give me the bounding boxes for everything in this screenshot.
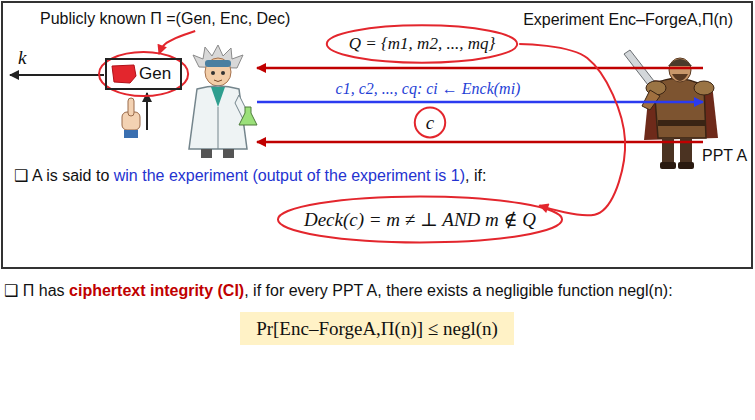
challenger-figure-part xyxy=(211,71,215,75)
integrity-term: ciphertext integrity (CI) xyxy=(69,282,244,299)
query-to-condition-arrow xyxy=(519,44,625,215)
integrity-sentence: ❑ Π hasciphertext integrity (CI), if for… xyxy=(4,281,673,300)
forgery-ciphertext-holder: c xyxy=(426,111,434,134)
key-symbol-holder: k xyxy=(18,46,26,69)
query-arrow xyxy=(257,67,703,70)
forgery-circle xyxy=(415,108,445,138)
forgery-ciphertext: c xyxy=(426,111,434,134)
adversary-figure-part xyxy=(668,59,692,66)
adversary-figure-part xyxy=(672,74,688,81)
hand-icon-part xyxy=(128,98,134,116)
adversary-figure-part xyxy=(658,120,706,126)
node-text: Pr[Enc–ForgeA,Π(n)] ≤ negl(n) xyxy=(256,317,498,340)
key-arrow xyxy=(10,74,104,76)
formula-box: Pr[Enc–ForgeA,Π(n)] ≤ negl(n) xyxy=(240,312,514,345)
forgery-arrow xyxy=(257,141,703,144)
ciphertext-replies: c1, c2, ..., cq: ci ← Enck(mi) xyxy=(336,79,521,98)
win-condition-holder: Deck(c) = m ≠ ⊥ AND m ∉ Q xyxy=(304,208,536,231)
challenger-figure-part xyxy=(193,45,243,68)
adversary-figure-part xyxy=(660,162,676,169)
hand-icon-part xyxy=(124,130,138,138)
red-scribble xyxy=(112,65,136,83)
adversary-name-holder: PPT A xyxy=(702,146,747,165)
scheme-note: Publicly known Π =(Gen, Enc, Dec) xyxy=(40,9,290,28)
node-text: Gen xyxy=(139,64,171,84)
challenger-figure-part xyxy=(205,60,231,67)
challenger-figure-part xyxy=(223,149,234,158)
key-symbol: k xyxy=(18,46,26,69)
adversary-figure-part xyxy=(678,162,694,169)
integrity-bullet: ❑ Π has xyxy=(4,282,65,299)
query-circle xyxy=(327,25,517,62)
node-text: Experiment Enc–ForgeA,Π(n) xyxy=(523,10,733,29)
challenger-figure-part xyxy=(214,80,222,82)
challenger-figure-part xyxy=(221,71,225,75)
challenger-figure-part xyxy=(211,87,225,107)
win-condition: Deck(c) = m ≠ ⊥ AND m ∉ Q xyxy=(304,208,536,231)
query-set: Q = {m1, m2, ..., mq} xyxy=(349,34,495,54)
challenger-figure-part xyxy=(239,107,257,125)
adversary-figure-part xyxy=(669,58,691,82)
win-sentence: ❑ A is said to win the experiment (output… xyxy=(14,166,486,185)
ciphertext-replies-holder: c1, c2, ..., cq: ci ← Enck(mi) xyxy=(336,79,521,98)
integrity-tail: , if for every PPT A, there exists a neg… xyxy=(244,282,672,299)
query-set-holder: Q = {m1, m2, ..., mq} xyxy=(349,34,495,54)
challenger-figure-part xyxy=(218,107,219,149)
hand-icon xyxy=(122,98,140,138)
randomness-arrow xyxy=(146,93,148,130)
scheme-note-holder: Publicly known Π =(Gen, Enc, Dec) xyxy=(40,9,290,28)
gen-circle xyxy=(99,52,188,96)
adversary-figure-part xyxy=(642,90,660,110)
condition-circle xyxy=(278,197,562,243)
challenger-figure-part xyxy=(205,58,231,86)
challenger-figure-part xyxy=(201,149,212,158)
win-bullet: ❑ A is said to xyxy=(14,167,109,184)
adversary-name: PPT A xyxy=(702,146,747,165)
adversary-figure-part xyxy=(694,81,714,95)
gen-box: Gen xyxy=(105,58,182,90)
challenger-figure xyxy=(189,45,257,158)
win-tail: , if: xyxy=(465,167,486,184)
ciphertexts-arrow xyxy=(257,101,703,104)
scheme-to-gen-arrow xyxy=(159,31,195,54)
win-highlight: win the experiment (output of the experi… xyxy=(114,167,465,184)
